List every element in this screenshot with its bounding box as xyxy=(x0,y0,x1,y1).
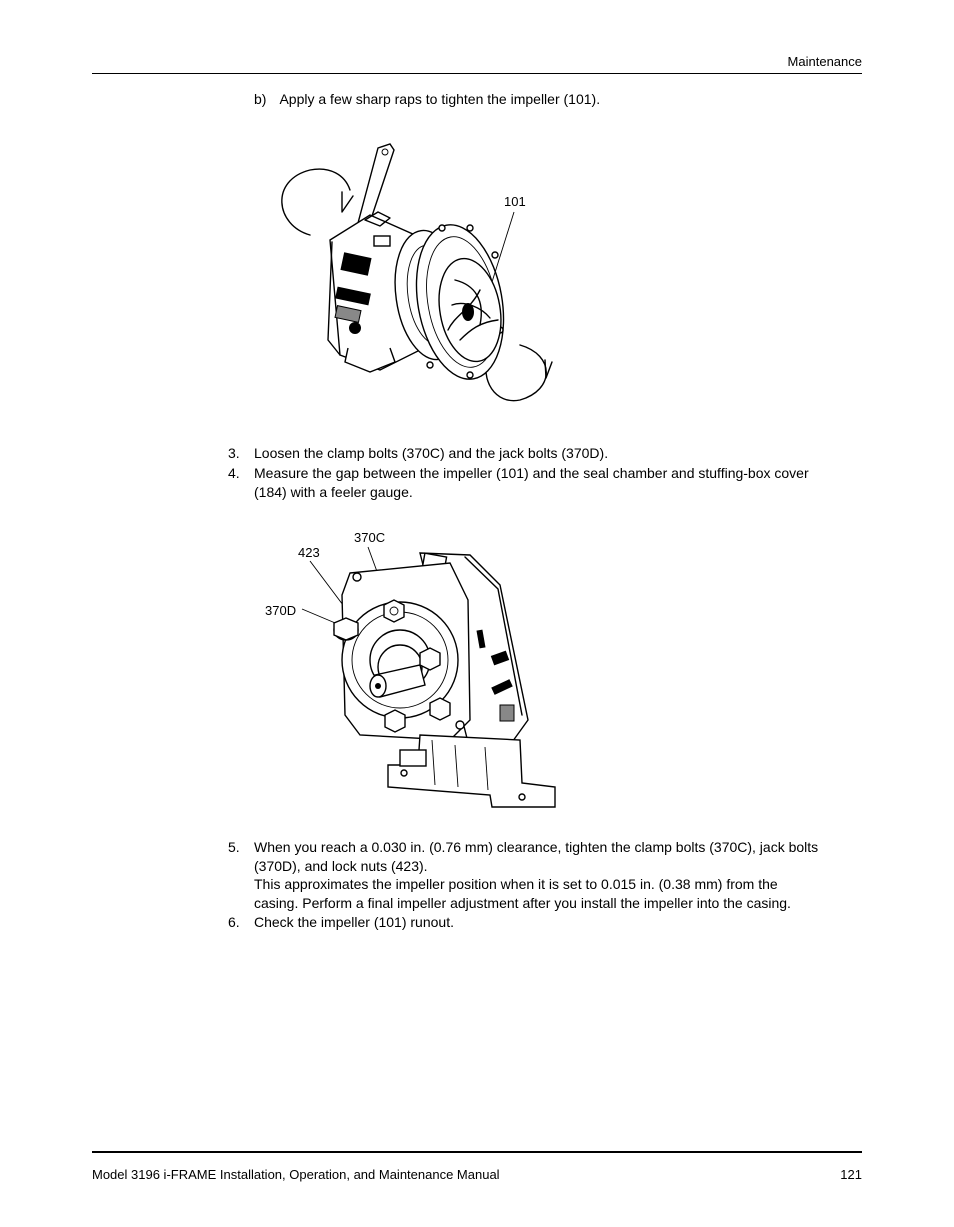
footer-rule xyxy=(92,1151,862,1153)
step-6-number: 6. xyxy=(228,914,240,930)
rotation-arrow-bottom xyxy=(485,344,547,402)
rotation-arrow-top xyxy=(281,168,351,236)
clamp-jack-bolts-figure: 370C 423 370D xyxy=(265,530,556,808)
callout-370d-leader xyxy=(301,608,341,626)
callout-101: 101 xyxy=(504,194,526,209)
step-3-number: 3. xyxy=(228,445,240,461)
page-number: 121 xyxy=(840,1167,862,1182)
clamp-bolt-right xyxy=(419,647,441,671)
step-3-text: Loosen the clamp bolts (370C) and the ja… xyxy=(254,445,609,461)
header-rule xyxy=(92,73,862,74)
step-5: 5. When you reach a 0.030 in. (0.76 mm) c… xyxy=(228,838,818,912)
step-6: 6. Check the impeller (101) runout. xyxy=(228,913,454,932)
running-header: Maintenance xyxy=(787,54,862,69)
callout-370d: 370D xyxy=(265,603,296,618)
footer-manual-title: Model 3196 i-FRAME Installation, Operati… xyxy=(92,1167,500,1182)
callout-101-leader xyxy=(491,211,515,283)
rotation-arrow-top-head xyxy=(341,191,354,213)
clamp-bolt-right-low xyxy=(429,697,451,721)
brand-plate xyxy=(340,252,372,276)
impeller-tightening-figure: 101 xyxy=(281,143,553,402)
step-3: 3. Loosen the clamp bolts (370C) and the … xyxy=(228,444,608,463)
step-b-marker: b) xyxy=(254,91,267,107)
step-5-line4: casing. Perform a final impeller adjustm… xyxy=(254,894,791,911)
clamp-bolt-370c-top xyxy=(383,599,405,623)
callout-370c: 370C xyxy=(354,530,385,545)
jack-bolt-bottom xyxy=(384,709,406,733)
step-5-line2: (370D), and lock nuts (423). xyxy=(254,857,428,874)
rotation-arrow-bottom-head xyxy=(544,359,553,379)
step-4-line1: Measure the gap between the impeller (10… xyxy=(254,465,809,481)
step-b: b) Apply a few sharp raps to tighten the… xyxy=(254,90,600,109)
step-b-text: Apply a few sharp raps to tighten the im… xyxy=(279,91,601,107)
step-5-line1: When you reach a 0.030 in. (0.76 mm) cle… xyxy=(254,839,819,855)
jack-bolt-370d-left xyxy=(333,617,359,641)
step-4: 4. Measure the gap between the impeller (… xyxy=(228,464,809,501)
step-6-text: Check the impeller (101) runout. xyxy=(254,914,454,930)
step-5-line3: This approximates the impeller position … xyxy=(254,876,778,892)
callout-423: 423 xyxy=(298,545,320,560)
step-4-number: 4. xyxy=(228,465,240,481)
step-4-line2: (184) with a feeler gauge. xyxy=(254,483,413,500)
step-5-number: 5. xyxy=(228,839,240,855)
frame-foot xyxy=(344,347,396,373)
frame-foot xyxy=(387,734,556,808)
wrench-hole xyxy=(381,148,389,156)
